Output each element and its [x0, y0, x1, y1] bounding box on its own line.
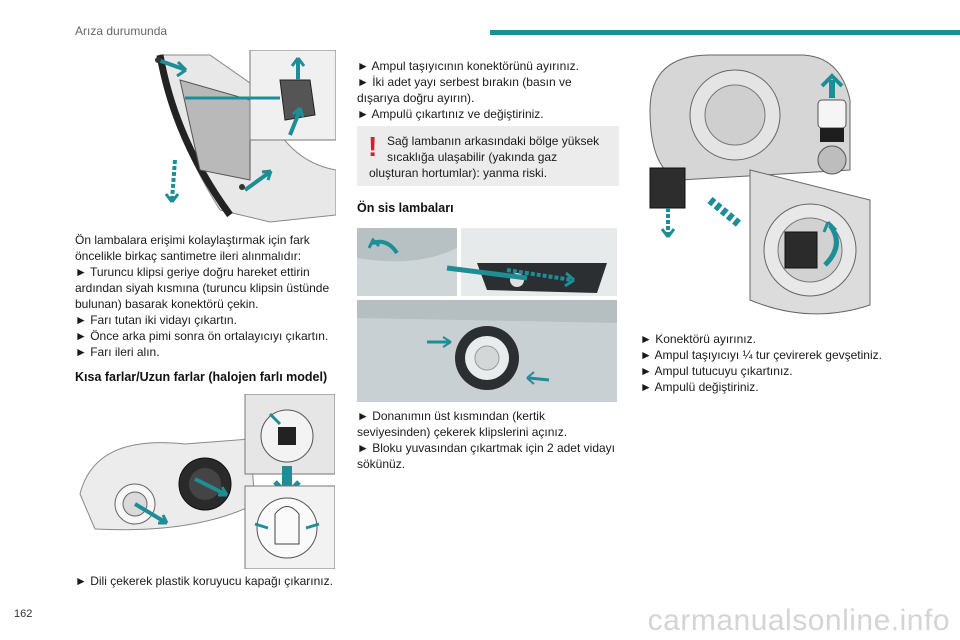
warning-text: Sağ lambanın arkasındaki bölge yüksek sı…	[369, 133, 599, 181]
low-high-beam-heading: Kısa farlar/Uzun farlar (halojen farlı m…	[75, 370, 328, 384]
col3-step-line: ► Ampul taşıyıcıyı ¼ tur çevirerek gevşe…	[640, 348, 882, 362]
halogen-headlamp-figure	[75, 394, 335, 569]
col1-intro-line: öncelikle birkaç santimetre ileri alınma…	[75, 249, 302, 263]
col3-step-line: ► Konektörü ayırınız.	[640, 332, 756, 346]
col2-bottom-text: ► Donanımın üst kısmından (kertik seviye…	[357, 408, 627, 472]
col1-intro-text: Ön lambalara erişimi kolaylaştırmak için…	[75, 232, 345, 360]
col1-intro-line: Ön lambalara erişimi kolaylaştırmak için…	[75, 233, 310, 247]
warning-icon: !	[368, 131, 378, 162]
warning-line: oluşturan hortumlar): yanma riski.	[369, 166, 548, 180]
col1-bottom-step: ► Dili çekerek plastik koruyucu kapağı ç…	[75, 574, 333, 588]
col3-step-line: ► Ampul tutucuyu çıkartınız.	[640, 364, 793, 378]
col2-step-text: ► Ampul taşıyıcının konektörünü ayırınız…	[357, 58, 627, 122]
col3-step-line: ► Ampulü değiştiriniz.	[640, 380, 759, 394]
col2-bottom-line: ► Bloku yuvasından çıkartmak için 2 adet…	[357, 441, 615, 455]
col1-intro-line: ► Turuncu klipsi geriye doğru hareket et…	[75, 265, 310, 279]
col1-intro-line: ► Önce arka pimi sonra ön ortalayıcıyı ç…	[75, 329, 329, 343]
fog-lamp-removal-figure	[357, 228, 617, 402]
headlamp-removal-figure	[150, 50, 336, 226]
col2-bottom-line: seviyesinden) çekerek klipslerini açınız…	[357, 425, 568, 439]
fog-lamp-bulb-figure	[640, 50, 880, 326]
watermark: carmanualsonline.info	[647, 604, 950, 637]
col1-intro-line: bulunan) basarak konektörü çekin.	[75, 297, 259, 311]
warning-line: Sağ lambanın arkasındaki bölge yüksek	[387, 134, 600, 148]
fog-lamps-heading: Ön sis lambaları	[357, 201, 454, 215]
header-accent-bar	[490, 30, 960, 35]
col3-step-text: ► Konektörü ayırınız. ► Ampul taşıyıcıyı…	[640, 331, 910, 395]
col1-intro-line: ardından siyah kısmına (turuncu klipsin …	[75, 281, 330, 295]
col2-step-line: dışarıya doğru ayırın).	[357, 91, 475, 105]
col1-intro-line: ► Farı tutan iki vidayı çıkartın.	[75, 313, 237, 327]
col2-step-line: ► Ampulü çıkartınız ve değiştiriniz.	[357, 107, 544, 121]
col1-intro-line: ► Farı ileri alın.	[75, 345, 160, 359]
col2-bottom-line: ► Donanımın üst kısmından (kertik	[357, 409, 545, 423]
warning-line: sıcaklığa ulaşabilir (yakında gaz	[387, 150, 558, 164]
page-number: 162	[14, 608, 33, 620]
header-title: Arıza durumunda	[75, 24, 168, 38]
col2-bottom-line: sökünüz.	[357, 457, 406, 471]
col2-step-line: ► İki adet yayı serbest bırakın (basın v…	[357, 75, 572, 89]
col2-step-line: ► Ampul taşıyıcının konektörünü ayırınız…	[357, 59, 579, 73]
heat-warning-box: ! Sağ lambanın arkasındaki bölge yüksek …	[357, 126, 619, 186]
